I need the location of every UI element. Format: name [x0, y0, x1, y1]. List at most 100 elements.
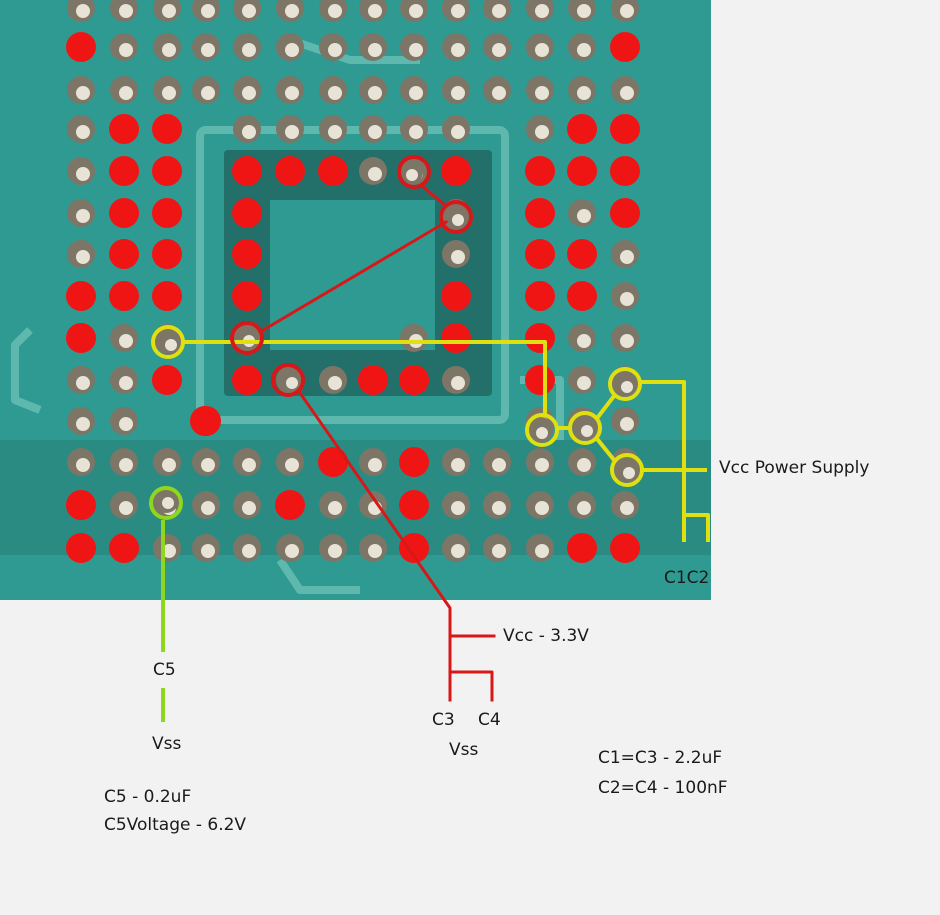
pad-highlight [620, 417, 634, 431]
pad-red [525, 198, 555, 228]
pad-highlight [285, 86, 299, 100]
pad-highlight [242, 458, 256, 472]
pad-highlight [242, 4, 256, 18]
pad-highlight [492, 43, 506, 57]
vcc-supply-wire [181, 340, 547, 417]
pad-highlight [368, 125, 382, 139]
pad-red [567, 239, 597, 269]
trace-outer-ring [196, 126, 509, 424]
pad-highlight [581, 425, 593, 437]
pad-highlight [368, 4, 382, 18]
pad-red [66, 490, 96, 520]
pad-highlight [620, 250, 634, 264]
pad-red [567, 533, 597, 563]
pad-highlight [577, 458, 591, 472]
pad-red [66, 281, 96, 311]
pad-red [318, 156, 348, 186]
pad-red [109, 156, 139, 186]
pad-highlight [165, 339, 177, 351]
pad-highlight [286, 377, 298, 389]
pad-red [152, 365, 182, 395]
pad-highlight [119, 417, 133, 431]
trace-top [288, 36, 420, 64]
pad-highlight [535, 43, 549, 57]
pad-highlight [285, 125, 299, 139]
pad-highlight [328, 501, 342, 515]
pad-highlight [621, 381, 633, 393]
pad-highlight [162, 86, 176, 100]
pad-highlight [285, 458, 299, 472]
pad-highlight [452, 214, 464, 226]
pad-highlight [285, 4, 299, 18]
pad-red [567, 114, 597, 144]
pad-highlight [328, 43, 342, 57]
pad-red [318, 447, 348, 477]
pad-highlight [242, 43, 256, 57]
pad-highlight [409, 4, 423, 18]
pad-highlight [409, 86, 423, 100]
pad-highlight [328, 544, 342, 558]
vcc-3v3-ring [230, 321, 264, 355]
pad-red [399, 533, 429, 563]
pad-red [152, 198, 182, 228]
pad-red [109, 239, 139, 269]
c3-label: C3 [432, 710, 455, 730]
vcc-supply-ring [151, 325, 185, 359]
c5-capacitance-note: C5 - 0.2uF [104, 787, 192, 807]
vcc-3v3-label: Vcc - 3.3V [503, 626, 589, 646]
pad-highlight [409, 43, 423, 57]
pad-highlight [535, 501, 549, 515]
pad-highlight [76, 4, 90, 18]
pad-highlight [162, 497, 174, 509]
pad-highlight [76, 417, 90, 431]
pad-highlight [577, 209, 591, 223]
pad-red [399, 490, 429, 520]
pad-highlight [201, 501, 215, 515]
pad-red [152, 239, 182, 269]
pad-highlight [620, 292, 634, 306]
pad-red [152, 114, 182, 144]
pad-highlight [162, 4, 176, 18]
pad-red [399, 447, 429, 477]
pad-highlight [535, 458, 549, 472]
pad-red [232, 239, 262, 269]
pad-highlight [119, 458, 133, 472]
vcc-supply-wire [595, 393, 617, 420]
pad-highlight [119, 43, 133, 57]
pad-highlight [242, 86, 256, 100]
pad-highlight [577, 4, 591, 18]
pad-highlight [535, 125, 549, 139]
pad-highlight [285, 43, 299, 57]
pad-highlight [492, 86, 506, 100]
vcc-supply-ring [610, 453, 644, 487]
pad-highlight [536, 427, 548, 439]
vcc-3v3-wire [257, 219, 449, 335]
pad-highlight [368, 86, 382, 100]
pad-red [610, 156, 640, 186]
c5-label: C5 [153, 660, 176, 680]
pad-highlight [328, 86, 342, 100]
pad-highlight [328, 4, 342, 18]
pad-highlight [451, 250, 465, 264]
pad-highlight [451, 544, 465, 558]
pad-red [441, 156, 471, 186]
pad-highlight [451, 458, 465, 472]
lower-copper-band [0, 440, 711, 555]
pad-highlight [368, 167, 382, 181]
pad-red [610, 198, 640, 228]
pad-red [610, 32, 640, 62]
pad-red [525, 156, 555, 186]
pad-red [610, 533, 640, 563]
trace-left [11, 327, 42, 414]
pad-highlight [409, 125, 423, 139]
pad-red [232, 156, 262, 186]
pad-highlight [76, 167, 90, 181]
pad-red [109, 198, 139, 228]
vss-red-label: Vss [449, 740, 479, 760]
pad-highlight [492, 4, 506, 18]
pad-highlight [577, 43, 591, 57]
pad-highlight [119, 86, 133, 100]
pad-highlight [492, 501, 506, 515]
bga-pad-grid [66, 0, 640, 563]
vcc-supply-wire [682, 513, 710, 542]
